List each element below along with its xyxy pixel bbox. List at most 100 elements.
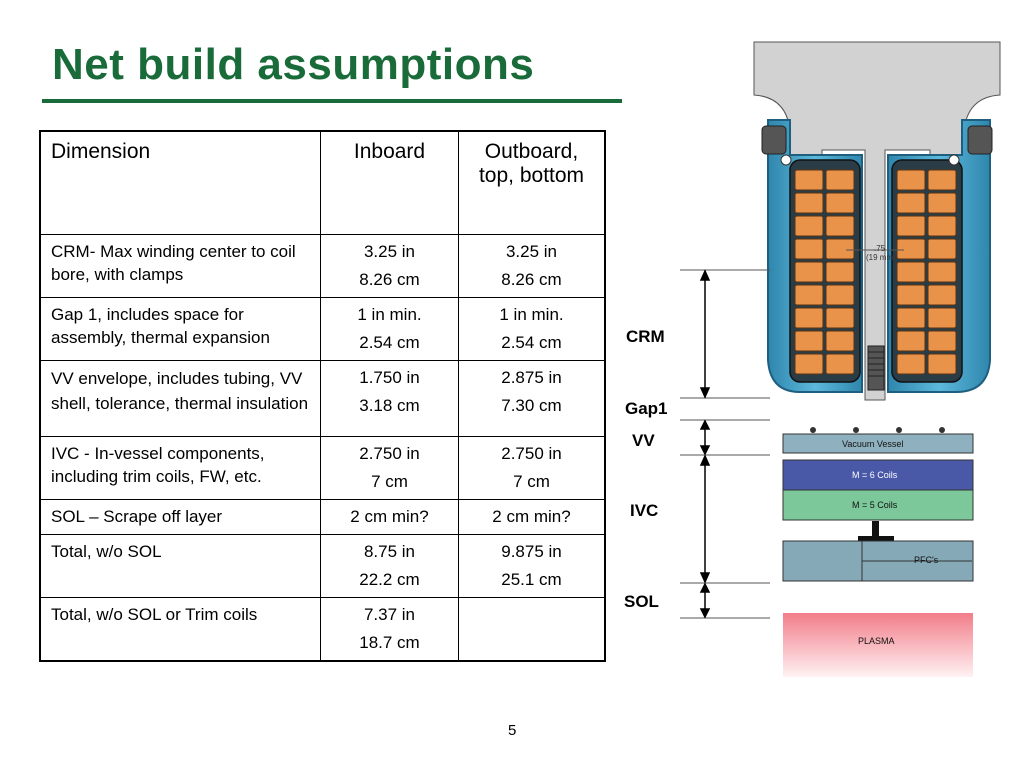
dimension-note-mm: (19 mm): [866, 253, 896, 262]
slide-title: Net build assumptions: [52, 40, 535, 89]
table-row: VV envelope, includes tubing, VV shell, …: [39, 360, 606, 437]
outboard-in: 1 in min.: [499, 305, 564, 324]
label-ivc: IVC: [630, 501, 658, 520]
inboard-cm: 7 cm: [371, 472, 408, 491]
row-inboard: 1.750 in 3.18 cm: [320, 360, 459, 437]
inboard-in: 8.75 in: [363, 542, 416, 561]
coil-winding-cell: [896, 169, 926, 191]
table-row: Total, w/o SOL or Trim coils 7.37 in 18.7…: [39, 597, 606, 662]
row-inboard: 1 in min. 2.54 cm: [320, 297, 459, 361]
coil-winding-cell: [825, 192, 855, 214]
inboard-in: 3.25 in: [363, 242, 416, 261]
coil-winding-cell: [825, 284, 855, 306]
dimension-note-value: .75: [874, 244, 886, 253]
net-build-table: Dimension Inboard Outboard, top, bottom …: [39, 130, 606, 662]
coil-winding-cell: [825, 330, 855, 352]
row-inboard: 2.750 in 7 cm: [320, 436, 459, 500]
inboard-in: 1.750 in: [359, 368, 420, 387]
fastener-right: [948, 154, 960, 166]
outboard-in: 3.25 in: [505, 242, 558, 261]
outboard-cm: 25.1 cm: [501, 570, 562, 589]
coil-winding-cell: [825, 215, 855, 237]
row-dimension: Gap 1, includes space for assembly, ther…: [39, 297, 321, 361]
row-outboard: 9.875 in 25.1 cm: [458, 534, 606, 598]
inboard-cm: 22.2 cm: [359, 570, 420, 589]
coil-winding-cell: [794, 169, 824, 191]
table-row: Gap 1, includes space for assembly, ther…: [39, 297, 606, 361]
header-inboard: Inboard: [320, 130, 459, 235]
pfc-support: [872, 521, 879, 537]
inboard-cm: 8.26 cm: [359, 270, 420, 289]
center-bolt: [867, 345, 885, 391]
inboard-cm: 2.54 cm: [359, 333, 420, 352]
coil-winding-cell: [896, 215, 926, 237]
clamp-right: [967, 125, 993, 155]
coil-winding-cell: [927, 169, 957, 191]
coil-winding-cell: [927, 307, 957, 329]
outboard-in: 9.875 in: [501, 542, 562, 561]
coil-winding-cell: [794, 261, 824, 283]
coil-winding-cell: [927, 353, 957, 375]
coil-winding-cell: [927, 284, 957, 306]
plasma-label: PLASMA: [858, 636, 895, 646]
inboard-cm: 18.7 cm: [359, 633, 420, 652]
vacuum-vessel-label: Vacuum Vessel: [842, 439, 903, 449]
inboard-cm: 3.18 cm: [359, 396, 420, 415]
row-dimension: VV envelope, includes tubing, VV shell, …: [39, 360, 321, 437]
label-sol: SOL: [624, 592, 659, 611]
fastener-left: [780, 154, 792, 166]
page-number: 5: [508, 722, 517, 739]
outboard-cm: 7 cm: [513, 472, 550, 491]
table-header-row: Dimension Inboard Outboard, top, bottom: [39, 130, 606, 235]
table-row: IVC - In-vessel components, including tr…: [39, 436, 606, 500]
row-dimension: CRM- Max winding center to coil bore, wi…: [39, 234, 321, 298]
coil-winding-cell: [825, 307, 855, 329]
coil-winding-cell: [825, 353, 855, 375]
label-crm: CRM: [626, 327, 665, 346]
row-dimension: SOL – Scrape off layer: [39, 499, 321, 535]
inboard-in: 7.37 in: [363, 605, 416, 624]
coil-winding-cell: [896, 192, 926, 214]
label-gap1: Gap1: [625, 399, 668, 418]
coil-winding-cell: [896, 307, 926, 329]
row-inboard: 3.25 in 8.26 cm: [320, 234, 459, 298]
coil-winding-cell: [896, 284, 926, 306]
row-inboard: 7.37 in 18.7 cm: [320, 597, 459, 662]
coil-winding-cell: [927, 215, 957, 237]
row-dimension: Total, w/o SOL or Trim coils: [39, 597, 321, 662]
row-outboard: 1 in min. 2.54 cm: [458, 297, 606, 361]
pfc-label: PFC's: [914, 555, 939, 565]
vacuum-vessel-block: [782, 433, 974, 454]
label-vv: VV: [632, 431, 655, 450]
row-outboard: 2.875 in 7.30 cm: [458, 360, 606, 437]
outboard-cm: 7.30 cm: [501, 396, 562, 415]
outboard-in: 2.750 in: [501, 444, 562, 463]
coil-winding-cell: [794, 353, 824, 375]
steel-backing: [753, 41, 1001, 401]
coil-winding-cell: [794, 215, 824, 237]
outboard-cm: 2.54 cm: [501, 333, 562, 352]
coil-windings: [794, 169, 957, 375]
coil-winding-cell: [927, 261, 957, 283]
clamp-left: [761, 125, 787, 155]
coil-winding-cell: [896, 330, 926, 352]
coil-winding-cell: [825, 169, 855, 191]
coil-winding-cell: [794, 307, 824, 329]
coil-winding-cell: [896, 238, 926, 260]
coil-winding-cell: [927, 238, 957, 260]
m5-coils-label: M = 5 Coils: [852, 500, 898, 510]
vv-tubes: [810, 427, 945, 433]
outboard-in: 2 cm min?: [492, 507, 571, 526]
outboard-in: 2.875 in: [501, 368, 562, 387]
outboard-cm: 8.26 cm: [501, 270, 562, 289]
coil-winding-cell: [825, 238, 855, 260]
m5-coils-block: [782, 489, 974, 521]
coil-winding-cell: [927, 330, 957, 352]
inboard-in: 2 cm min?: [350, 507, 429, 526]
coil-winding-cell: [896, 261, 926, 283]
inboard-in: 1 in min.: [357, 305, 422, 324]
table-row: CRM- Max winding center to coil bore, wi…: [39, 234, 606, 298]
title-underline: [42, 99, 622, 103]
inboard-in: 2.750 in: [359, 444, 420, 463]
